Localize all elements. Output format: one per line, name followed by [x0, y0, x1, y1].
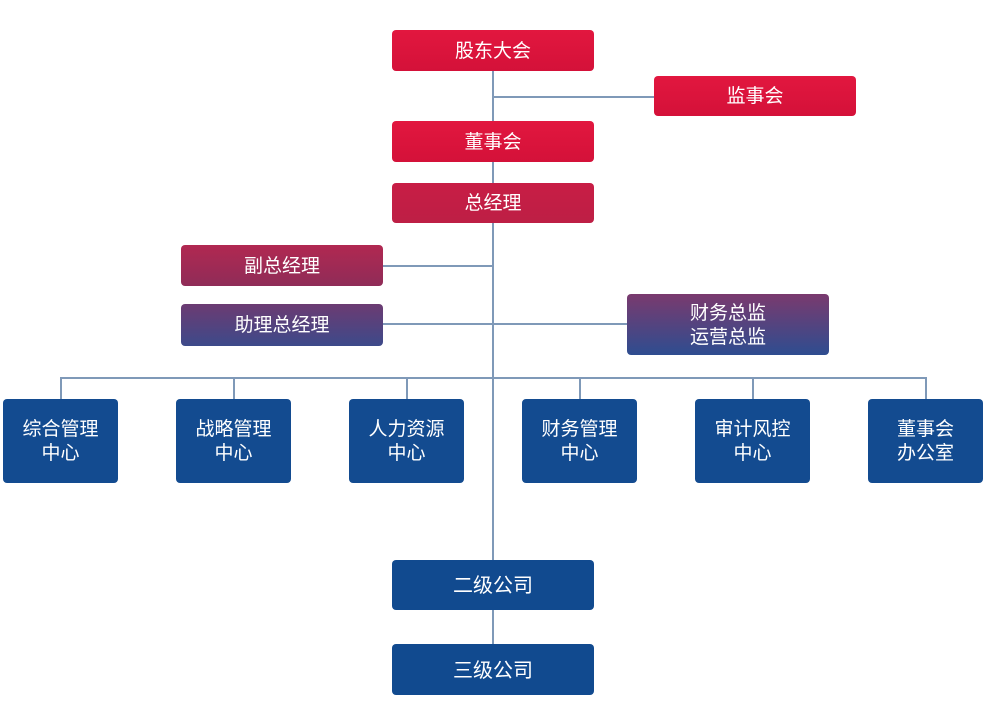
- board-of-directors-label: 董事会: [464, 130, 522, 153]
- deputy-connector: [382, 265, 492, 267]
- secondary-company-box: 二级公司: [392, 560, 594, 610]
- operations-director-label: 运营总监: [689, 325, 766, 348]
- department-name: 综合管理: [22, 418, 99, 440]
- supervisory-connector: [492, 96, 654, 98]
- department-suffix: 中心: [41, 442, 80, 464]
- dept-drop-4: [579, 377, 581, 399]
- department-name: 人力资源: [368, 418, 445, 440]
- supervisory-board-box: 监事会: [654, 76, 856, 116]
- department-suffix: 中心: [560, 442, 599, 464]
- department-box-3: 人力资源 中心: [349, 399, 464, 483]
- finance-director-label: 财务总监: [689, 301, 766, 324]
- department-box-6: 董事会 办公室: [868, 399, 983, 483]
- assistant-general-manager-label: 助理总经理: [234, 314, 330, 336]
- supervisory-board-label: 监事会: [726, 85, 784, 107]
- dept-drop-6: [925, 377, 927, 399]
- shareholders-meeting-box: 股东大会: [392, 30, 594, 71]
- tertiary-company-box: 三级公司: [392, 644, 594, 695]
- dept-drop-5: [752, 377, 754, 399]
- department-suffix: 中心: [387, 442, 426, 464]
- general-manager-box: 总经理: [392, 183, 594, 223]
- assistant-finance-connector: [382, 323, 628, 325]
- general-manager-label: 总经理: [464, 192, 522, 214]
- department-suffix: 中心: [214, 442, 253, 464]
- departments-bus: [60, 377, 926, 379]
- department-name: 董事会: [896, 418, 954, 440]
- dept-drop-3: [406, 377, 408, 399]
- shareholders-meeting-label: 股东大会: [454, 39, 531, 62]
- deputy-general-manager-box: 副总经理: [181, 245, 383, 286]
- department-box-4: 财务管理 中心: [522, 399, 637, 483]
- department-box-1: 综合管理 中心: [3, 399, 118, 483]
- dept-drop-1: [60, 377, 62, 399]
- deputy-general-manager-label: 副总经理: [243, 254, 320, 277]
- department-name: 战略管理: [195, 418, 272, 440]
- tertiary-company-label: 三级公司: [453, 657, 533, 682]
- department-box-2: 战略管理 中心: [176, 399, 291, 483]
- department-name: 审计风控: [714, 418, 791, 440]
- department-suffix: 中心: [733, 442, 772, 464]
- department-suffix: 办公室: [896, 442, 954, 464]
- finance-operations-director-box: 财务总监 运营总监: [627, 294, 829, 355]
- trunk-line: [492, 70, 494, 644]
- secondary-company-label: 二级公司: [453, 573, 533, 597]
- board-of-directors-box: 董事会: [392, 121, 594, 162]
- department-box-5: 审计风控 中心: [695, 399, 810, 483]
- assistant-general-manager-box: 助理总经理: [181, 304, 383, 346]
- department-name: 财务管理: [541, 418, 618, 440]
- dept-drop-2: [233, 377, 235, 399]
